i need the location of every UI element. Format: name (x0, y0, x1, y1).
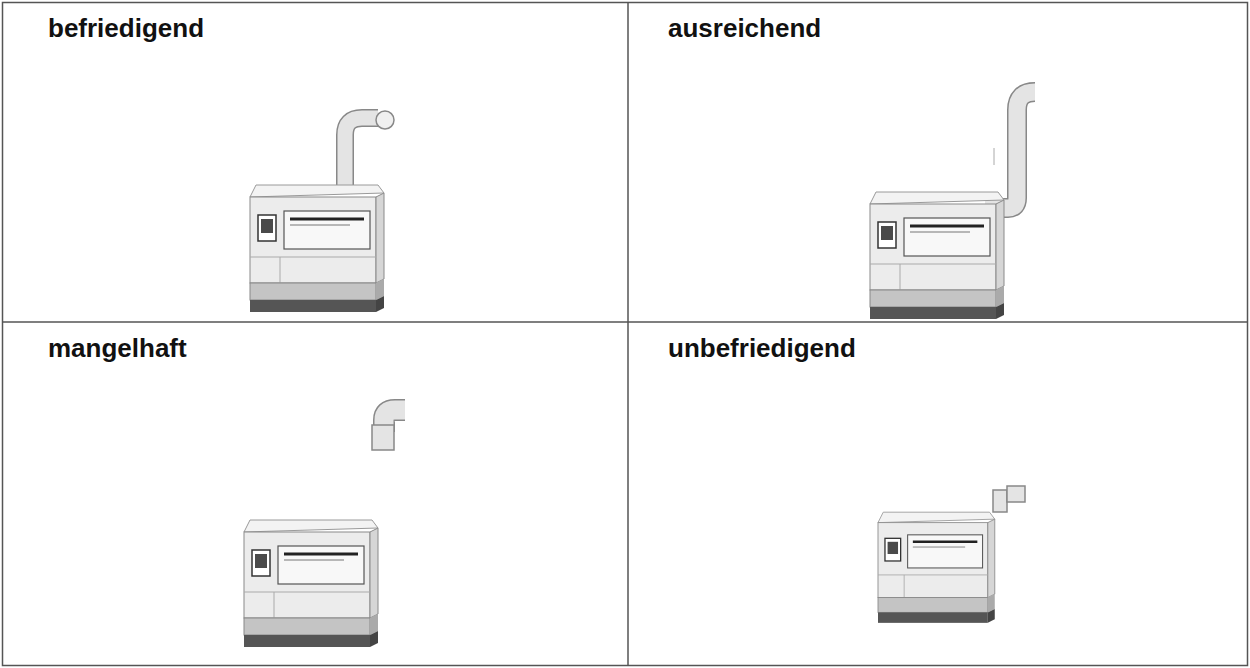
table-cell-label: mangelhaft (48, 334, 187, 363)
table-cell-label: befriedigend (48, 14, 204, 43)
table-cell-label: unbefriedigend (668, 334, 856, 363)
table-cell-label: ausreichend (668, 14, 821, 43)
